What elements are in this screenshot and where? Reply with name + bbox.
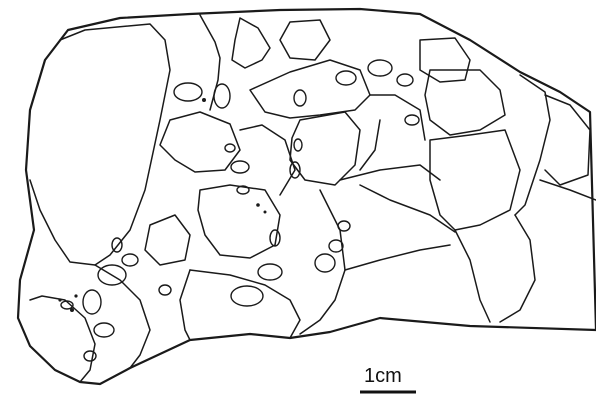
clast [94,323,114,337]
clast [174,83,202,101]
clast [294,139,302,151]
fracture-line [232,18,270,68]
fracture-line [240,125,295,195]
fracture-line [340,165,440,180]
fracture-line [515,75,550,215]
fracture-line [180,270,190,340]
clast [294,90,306,106]
grain-dot [74,294,77,297]
clast [159,285,171,295]
clast [231,161,249,173]
fracture-line [360,120,380,170]
grain-dot [70,308,74,312]
fracture-line [300,190,345,334]
clast [214,84,230,108]
clast [329,240,343,252]
scale-bar-label: 1cm [364,365,402,387]
clast [336,71,356,85]
grain-dot [58,298,61,301]
fracture-line [360,185,455,232]
fracture-line [500,215,535,322]
fracture-line [198,185,280,258]
fracture-line [250,60,370,118]
specimen-outline [18,9,596,384]
fracture-line [345,245,450,270]
grain-dot [202,98,206,102]
clast [397,74,413,86]
clast [315,254,335,272]
clast [338,221,350,231]
fracture-line [190,270,300,338]
clast [258,264,282,280]
clast [368,60,392,76]
fracture-line [455,230,490,322]
fracture-line [540,180,596,200]
clast [84,351,96,361]
fracture-line [280,20,330,60]
fracture-line [420,38,470,82]
clast [122,254,138,266]
clast [225,144,235,152]
clast [83,290,101,314]
scale-bar: 1cm [360,365,416,392]
clast [405,115,419,125]
fracture-line [145,215,190,265]
fracture-line [200,15,220,110]
fracture-line [160,112,240,172]
fracture-line [430,130,520,230]
clast [231,286,263,306]
clast [112,238,122,252]
grain-dot [264,211,267,214]
grain-dot [256,203,260,207]
fracture-line [95,265,150,368]
